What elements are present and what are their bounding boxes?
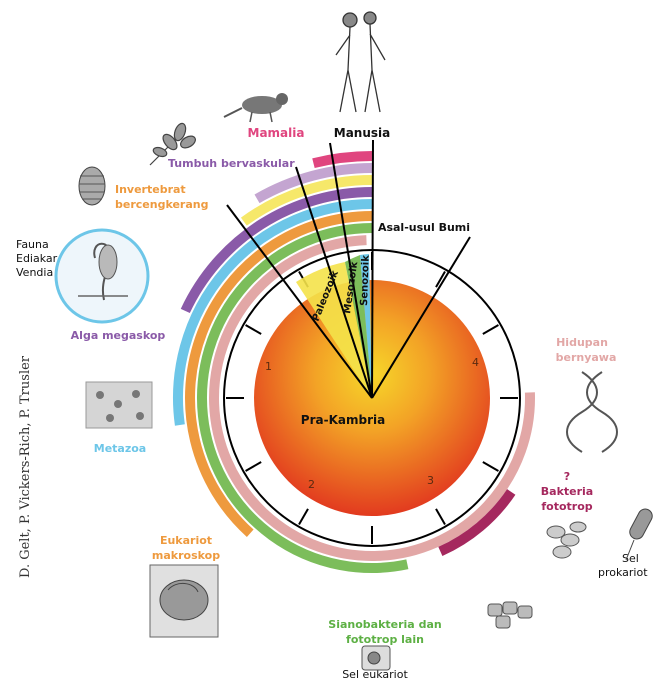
- label-pra-kambria: Pra-Kambria: [301, 413, 385, 427]
- eukaryote-macro-icon: [150, 565, 218, 637]
- credit-text: D. Gelt, P. Vickers-Rich, P. Trusler: [18, 356, 33, 578]
- label-invertebrat-1: Invertebrat: [115, 183, 186, 196]
- hand-manusia: [372, 140, 373, 398]
- label-sel-prokariot-1: Sel: [622, 552, 639, 565]
- trilobite-icon: [79, 167, 105, 205]
- label-sianobakteria-2: fototrop lain: [346, 633, 424, 646]
- label-eukariot-1: Eukariot: [160, 534, 212, 547]
- label-asal-usul: Asal-usul Bumi: [378, 221, 470, 234]
- label-tumbuh: Tumbuh bervaskular: [168, 157, 295, 170]
- label-fauna-3: Vendia: [16, 266, 53, 279]
- label-fauna-1: Fauna: [16, 238, 49, 251]
- label-senozoik: Senozoik: [359, 255, 372, 306]
- label-hidupan-1: Hidupan: [556, 336, 608, 349]
- clock-number-1: 1: [265, 360, 272, 373]
- clock-number-2: 2: [308, 478, 315, 491]
- label-invertebrat-2: bercengkerang: [115, 198, 208, 211]
- human-figure-icon: [336, 12, 385, 112]
- arc-magenta: [313, 156, 372, 163]
- eukaryote-cell-icon: [362, 646, 390, 670]
- ediacaran-fossil-icon: [56, 230, 148, 322]
- clock-number-3: 3: [427, 474, 434, 487]
- label-bakteria-2: fototrop: [541, 500, 592, 513]
- label-metazoa: Metazoa: [94, 442, 146, 455]
- label-alga: Alga megaskop: [71, 329, 166, 342]
- dna-helix-icon: [567, 372, 617, 452]
- label-hidupan-2: bernyawa: [556, 351, 617, 364]
- label-eukariot-2: makroskop: [152, 549, 220, 562]
- clock-number-4: 4: [472, 356, 479, 369]
- label-sel-prokariot-2: prokariot: [598, 566, 648, 579]
- mammal-icon: [224, 93, 288, 122]
- label-sianobakteria-1: Sianobakteria dan: [328, 618, 441, 631]
- label-mamalia: Mamalia: [248, 126, 305, 140]
- label-bakteria-q: ?: [564, 470, 570, 483]
- bacteria-cluster-icon: [547, 522, 586, 558]
- cyanobacteria-icon: [488, 602, 532, 628]
- label-bakteria-1: Bakteria: [541, 485, 593, 498]
- metazoa-icon: [86, 382, 152, 428]
- label-manusia: Manusia: [334, 126, 390, 140]
